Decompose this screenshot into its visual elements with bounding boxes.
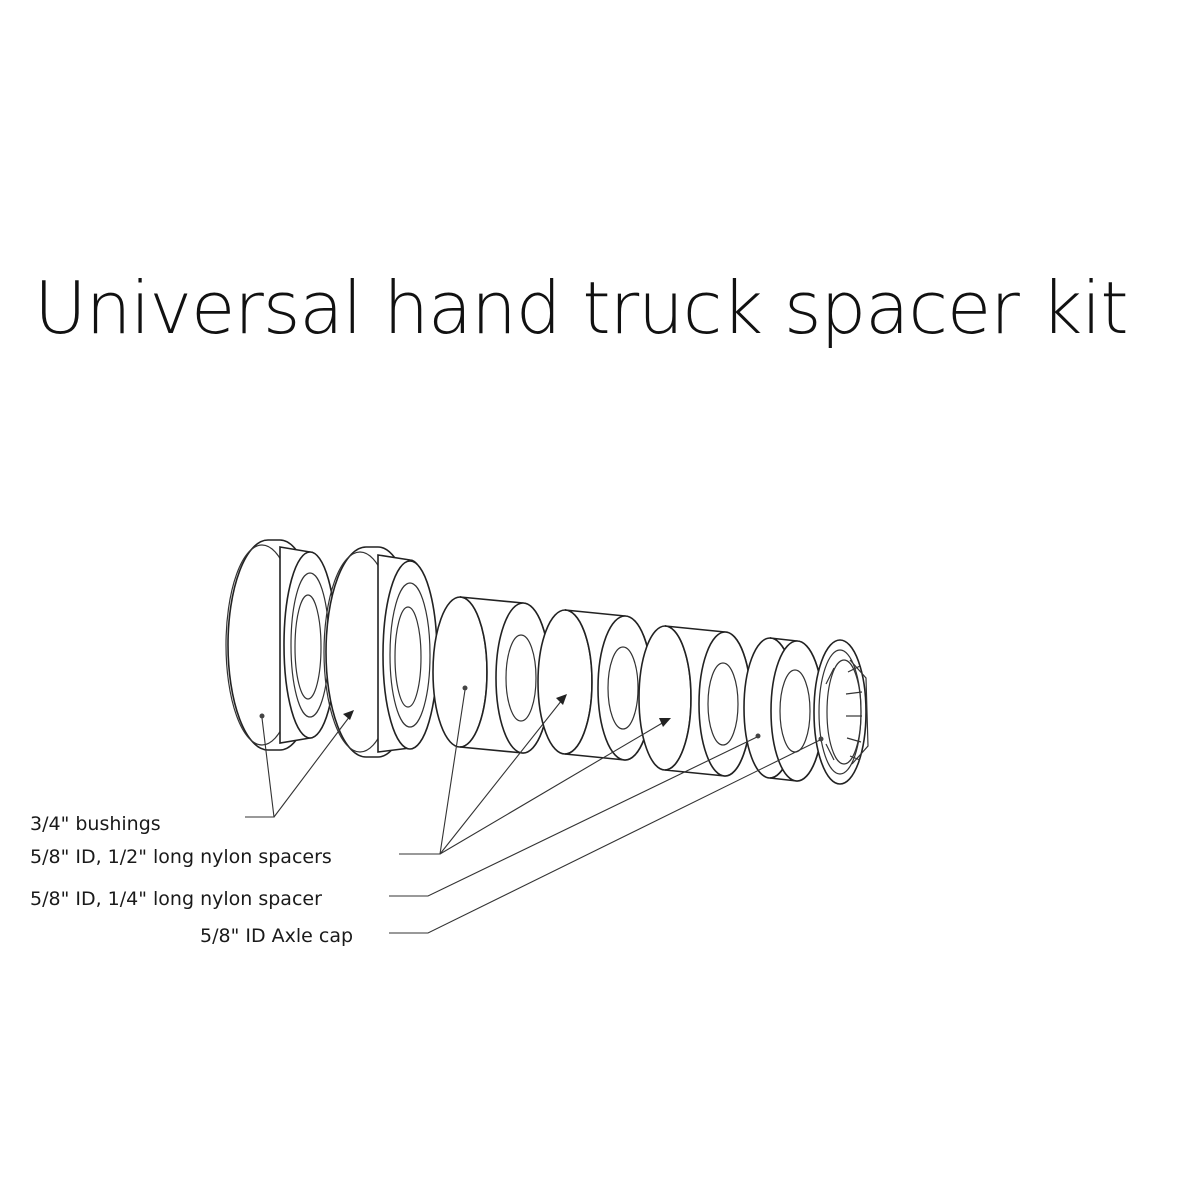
label-short-spacer: 5/8" ID, 1/4" long nylon spacer bbox=[30, 888, 322, 910]
label-long-spacers: 5/8" ID, 1/2" long nylon spacers bbox=[30, 846, 332, 868]
leader-short-spacer bbox=[389, 733, 761, 897]
nylon-spacer-long-3 bbox=[638, 625, 752, 777]
nylon-spacer-short bbox=[743, 637, 824, 782]
nylon-spacer-long-1 bbox=[432, 596, 551, 754]
axle-cap bbox=[813, 639, 869, 785]
bushing-1 bbox=[225, 539, 337, 751]
leader-long-spacers bbox=[399, 685, 671, 855]
diagram-title: Universal hand truck spacer kit bbox=[34, 266, 1129, 350]
bushing-2 bbox=[323, 546, 438, 758]
label-axle-cap: 5/8" ID Axle cap bbox=[200, 925, 353, 947]
leader-bushings bbox=[245, 710, 354, 818]
leader-axle-cap bbox=[389, 736, 824, 934]
nylon-spacer-long-2 bbox=[537, 609, 653, 761]
label-bushings: 3/4" bushings bbox=[30, 813, 161, 835]
